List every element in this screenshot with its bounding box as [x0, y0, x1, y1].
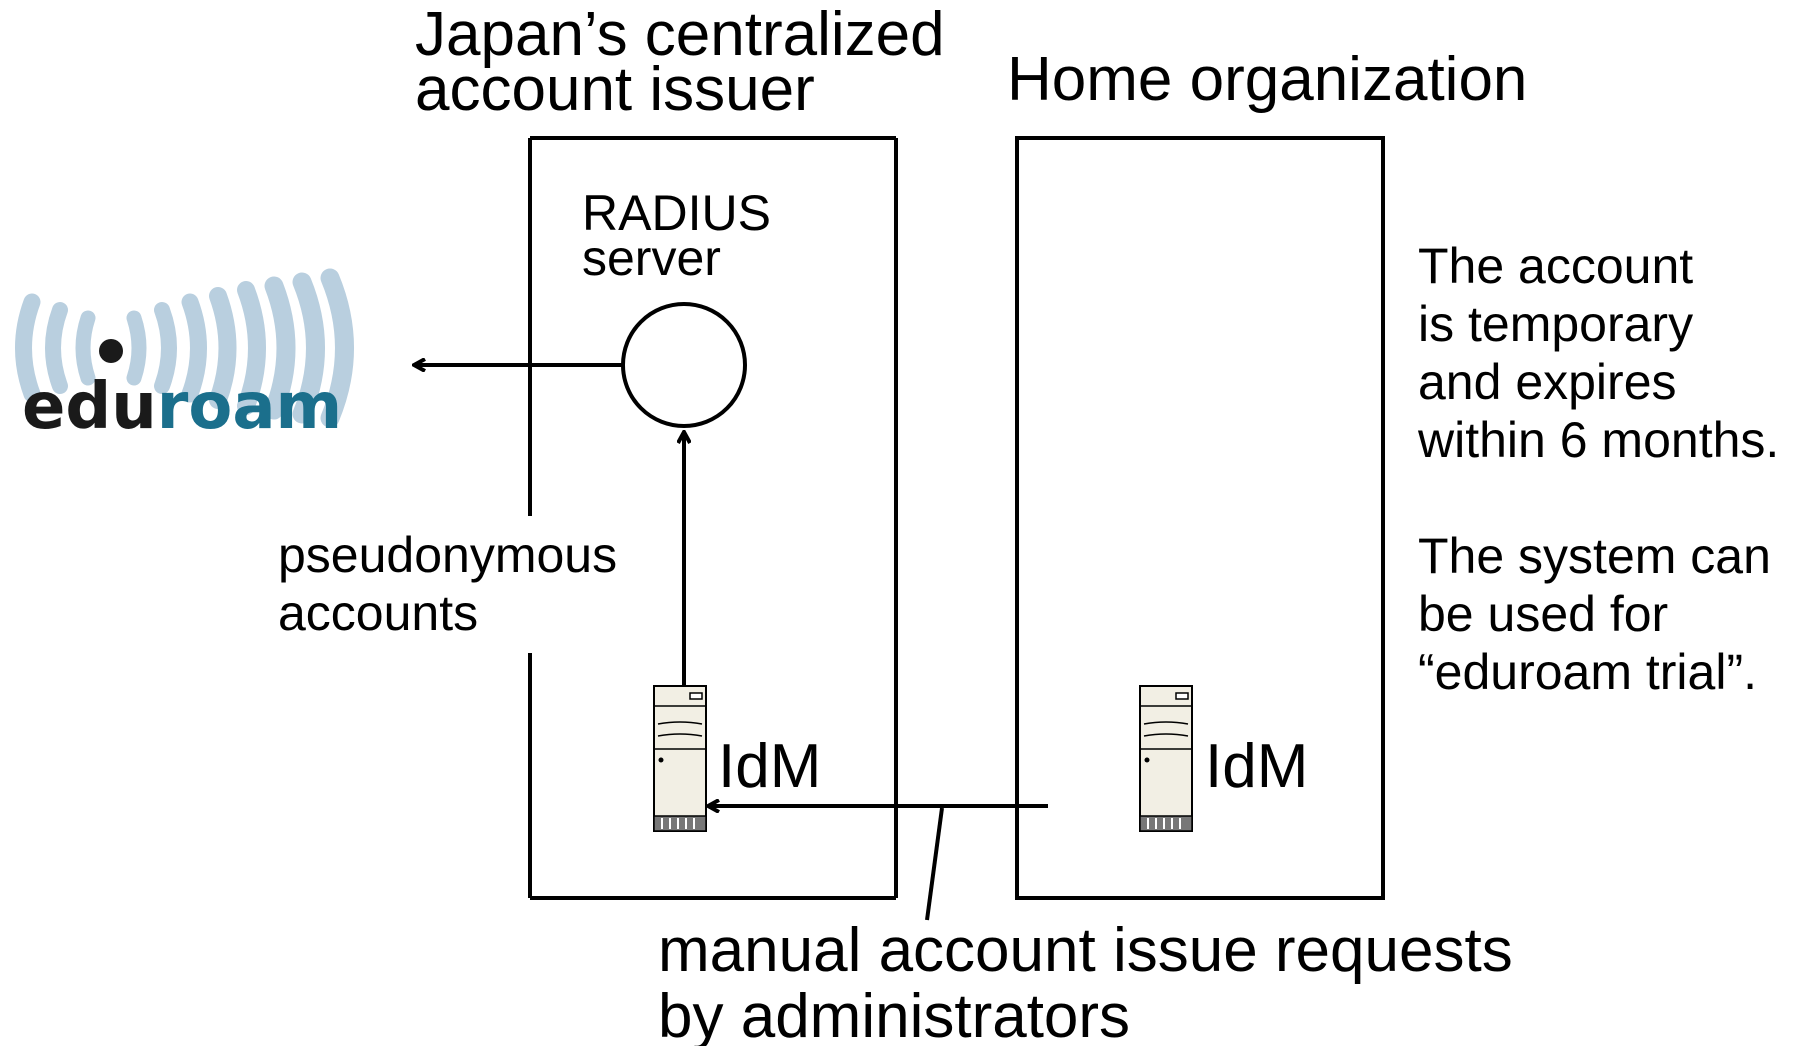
logo-text-prefix: ed — [22, 370, 111, 444]
radius-label-line2: server — [582, 230, 721, 286]
logo-dot-icon — [99, 339, 123, 363]
issuer-server-tower-icon — [653, 685, 707, 832]
eduroam-logo: eduroam — [15, 268, 354, 444]
note2-line: be used for — [1418, 586, 1668, 642]
issuer-title-line1: Japan’s centralized — [415, 0, 945, 69]
radius-server-circle-icon — [621, 302, 747, 428]
logo-text-accent: u — [111, 370, 157, 444]
note-eduroam-trial: The system can be used for “eduroam tria… — [1418, 528, 1771, 700]
radius-label-line1: RADIUS — [582, 185, 771, 241]
home-idm-label: IdM — [1205, 732, 1308, 801]
home-title: Home organization — [1007, 45, 1527, 114]
note1-line: within 6 months. — [1417, 412, 1779, 468]
home-server-tower-icon — [1139, 685, 1193, 832]
pseudonymous-label-line2: accounts — [278, 585, 478, 641]
manual-label-line2: by administrators — [658, 982, 1130, 1046]
wifi-waves-icon — [15, 268, 354, 428]
issuer-box — [528, 136, 898, 900]
svg-text:eduroam: eduroam — [22, 370, 342, 444]
note2-line: The system can — [1418, 528, 1771, 584]
issuer-title-line2: account issuer — [415, 55, 815, 124]
note1-line: The account — [1418, 238, 1693, 294]
manual-request-callout-line — [925, 807, 944, 921]
note1-line: is temporary — [1418, 296, 1693, 352]
logo-text-suffix: roam — [157, 370, 342, 444]
issuer-idm-label: IdM — [718, 732, 821, 801]
home-box — [1015, 136, 1385, 900]
note-temporary-account: The account is temporary and expires wit… — [1417, 238, 1779, 468]
manual-label-line1: manual account issue requests — [658, 916, 1513, 985]
note1-line: and expires — [1418, 354, 1677, 410]
note2-line: “eduroam trial”. — [1418, 644, 1757, 700]
pseudonymous-label-line1: pseudonymous — [278, 527, 617, 583]
